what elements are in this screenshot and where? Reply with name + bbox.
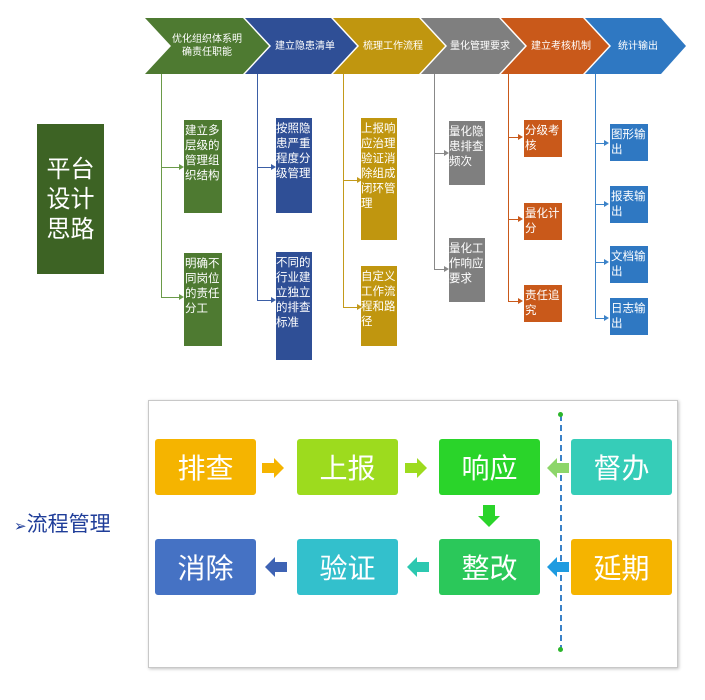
quantify-item: 量化隐患排查频次 bbox=[449, 121, 485, 185]
connector-line bbox=[508, 137, 520, 138]
arrow-icon bbox=[357, 177, 362, 183]
connector-line bbox=[595, 204, 606, 205]
flow-node-check: 排查 bbox=[155, 439, 256, 495]
chevron-label: 建立考核机制 bbox=[531, 40, 591, 52]
connector-line bbox=[343, 307, 359, 308]
arrow-left-icon bbox=[547, 557, 569, 577]
arrow-left-icon bbox=[407, 557, 429, 577]
chevron-process: 梳理工作流程 bbox=[360, 18, 426, 74]
chevron-shape-4 bbox=[421, 18, 525, 74]
quantify-item: 量化工作响应要求 bbox=[449, 238, 485, 302]
assess-item: 责任追究 bbox=[524, 285, 562, 322]
flow-node-report: 上报 bbox=[297, 439, 398, 495]
header-chevrons bbox=[145, 18, 686, 74]
connector-line bbox=[343, 180, 359, 181]
org-item: 建立多层级的管理组织结构 bbox=[184, 120, 222, 213]
arrow-icon bbox=[604, 201, 609, 207]
chevron-shape-1 bbox=[145, 18, 269, 74]
org-item: 明确不同岗位的责任分工 bbox=[184, 253, 222, 346]
arrow-icon bbox=[518, 298, 523, 304]
flow-node-postpone: 延期 bbox=[571, 539, 672, 595]
arrow-down-icon bbox=[478, 505, 500, 527]
arrow-right-icon bbox=[405, 458, 427, 478]
chevron-quantify: 量化管理要求 bbox=[446, 18, 514, 74]
divider-endpoint bbox=[558, 412, 563, 417]
process-item: 自定义工作流程和路径 bbox=[361, 266, 397, 346]
output-item: 日志输出 bbox=[610, 298, 648, 335]
divider-line bbox=[560, 415, 562, 651]
connector-line bbox=[508, 74, 509, 302]
connector-line bbox=[595, 143, 606, 144]
connector-line bbox=[257, 74, 258, 301]
chevron-hazard: 建立隐患清单 bbox=[272, 18, 338, 74]
chevron-label: 统计输出 bbox=[618, 40, 658, 52]
flow-node-respond: 响应 bbox=[439, 439, 540, 495]
section-label: ➢流程管理 bbox=[14, 508, 111, 538]
arrow-icon bbox=[604, 140, 609, 146]
connector-line bbox=[508, 219, 520, 220]
arrow-icon bbox=[518, 134, 523, 140]
connector-line bbox=[161, 297, 181, 298]
connector-line bbox=[595, 318, 606, 319]
connector-line bbox=[595, 262, 606, 263]
chevron-label: 优化组织体系明确责任职能 bbox=[172, 34, 242, 58]
chevron-label: 梳理工作流程 bbox=[363, 40, 423, 52]
arrow-icon bbox=[179, 164, 184, 170]
connector-line bbox=[161, 167, 181, 168]
flow-node-verify: 验证 bbox=[297, 539, 398, 595]
arrow-icon bbox=[518, 216, 523, 222]
connector-line bbox=[161, 74, 162, 298]
bullet-arrow-icon: ➢ bbox=[14, 517, 27, 535]
chevron-shape-6 bbox=[585, 18, 686, 74]
output-item: 文档输出 bbox=[610, 246, 648, 283]
chevron-shape-2 bbox=[245, 18, 357, 74]
connector-line bbox=[434, 153, 446, 154]
chevron-org: 优化组织体系明确责任职能 bbox=[172, 18, 242, 74]
arrow-left-icon bbox=[265, 557, 287, 577]
connector-line bbox=[343, 74, 344, 308]
process-item: 上报响应治理验证消除组成闭环管理 bbox=[361, 118, 397, 240]
hazard-item: 按照隐患严重程度分级管理 bbox=[276, 118, 312, 213]
chevron-output: 统计输出 bbox=[610, 18, 666, 74]
chevron-label: 建立隐患清单 bbox=[275, 40, 335, 52]
connector-line bbox=[434, 74, 435, 270]
flow-node-supervise: 督办 bbox=[571, 439, 672, 495]
arrow-icon bbox=[604, 315, 609, 321]
connector-line bbox=[595, 74, 596, 319]
connector-line bbox=[434, 269, 446, 270]
flow-node-rectify: 整改 bbox=[439, 539, 540, 595]
output-item: 报表输出 bbox=[610, 186, 648, 223]
arrow-icon bbox=[444, 150, 449, 156]
arrow-icon bbox=[444, 266, 449, 272]
connector-line bbox=[508, 301, 520, 302]
hazard-item: 不同的行业建立独立的排查标准 bbox=[276, 252, 312, 360]
flow-node-eliminate: 消除 bbox=[155, 539, 256, 595]
arrow-icon bbox=[271, 297, 276, 303]
platform-title: 平台设计思路 bbox=[37, 124, 104, 274]
arrow-icon bbox=[357, 304, 362, 310]
connector-line bbox=[257, 300, 273, 301]
arrow-left-icon bbox=[547, 458, 569, 478]
arrow-icon bbox=[604, 259, 609, 265]
chevron-assess: 建立考核机制 bbox=[527, 18, 595, 74]
chevron-shape-5 bbox=[501, 18, 609, 74]
divider-endpoint bbox=[558, 647, 563, 652]
chevron-label: 量化管理要求 bbox=[450, 40, 510, 52]
arrow-right-icon bbox=[262, 458, 284, 478]
assess-item: 分级考核 bbox=[524, 120, 562, 157]
assess-item: 量化计分 bbox=[524, 203, 562, 240]
arrow-icon bbox=[271, 164, 276, 170]
chevron-shape-3 bbox=[333, 18, 445, 74]
section-label-text: 流程管理 bbox=[26, 512, 111, 536]
arrow-icon bbox=[179, 294, 184, 300]
output-item: 图形输出 bbox=[610, 124, 648, 161]
connector-line bbox=[257, 167, 273, 168]
